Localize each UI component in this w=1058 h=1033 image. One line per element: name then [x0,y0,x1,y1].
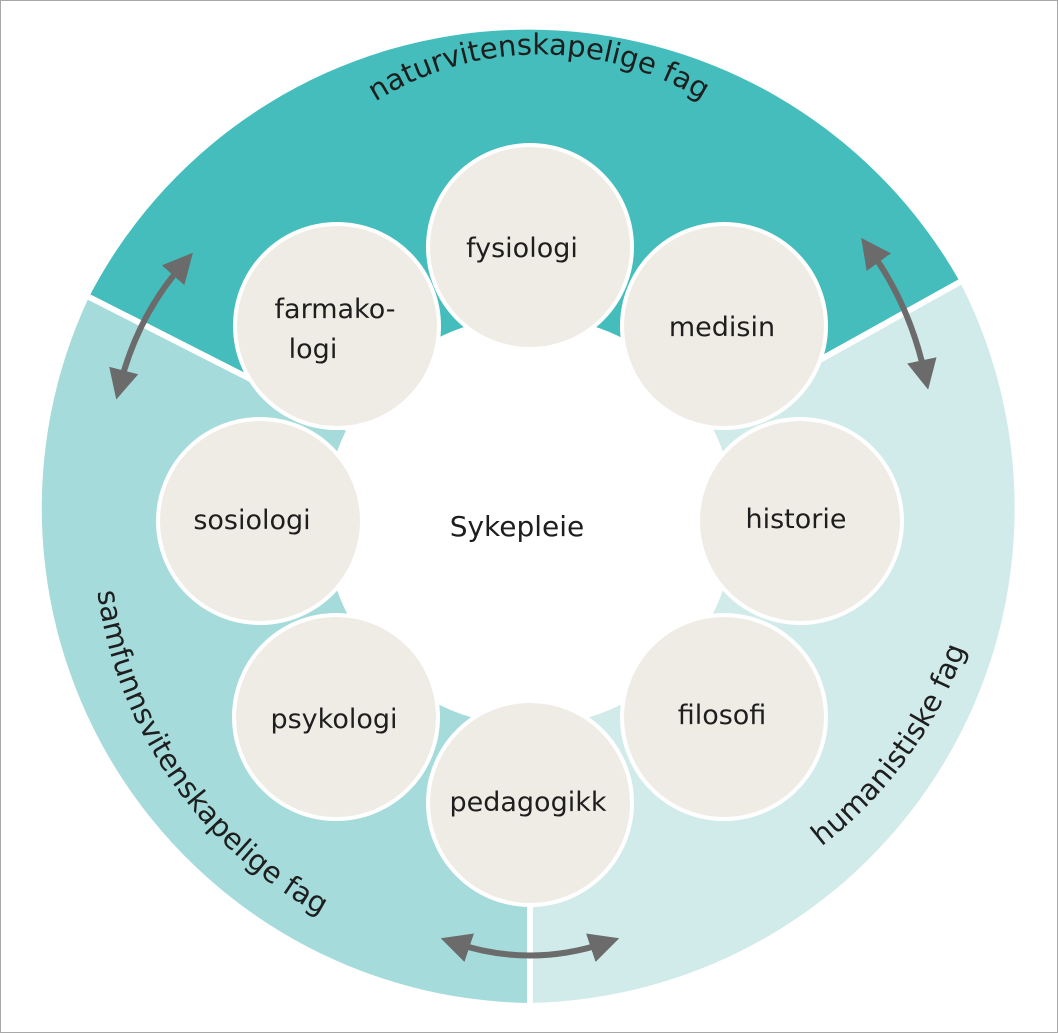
bubble-sosiologi: sosiologi [156,417,364,625]
bubble-historie: historie [696,417,904,625]
bubble-pedagogikk: pedagogikk [426,699,634,907]
center-label: Sykepleie [450,510,585,543]
bubble-farmakologi: farmako- logi [233,222,441,430]
bubble-filosofi: filosofi [620,613,828,821]
bubble-label-line2: logi [289,334,338,365]
bubble-label: fysiologi [466,233,578,264]
bubble-medisin: medisin [620,222,828,430]
double-arrow-icon [861,237,937,390]
bubble-label-line1: farmako- [275,294,396,325]
bubble-label: psykologi [270,704,397,735]
bubble-fysiologi: fysiologi [426,143,634,351]
bubble-psykologi: psykologi [232,613,440,821]
inner-disc [325,316,735,726]
bubble-label: medisin [669,312,775,343]
bubble-label: historie [746,504,847,535]
bubble-label: pedagogikk [449,787,606,818]
double-arrow-icon [440,933,620,962]
double-arrow-icon [109,252,193,400]
bubble-label: filosofi [678,700,767,731]
bubble-label: sosiologi [193,505,310,536]
